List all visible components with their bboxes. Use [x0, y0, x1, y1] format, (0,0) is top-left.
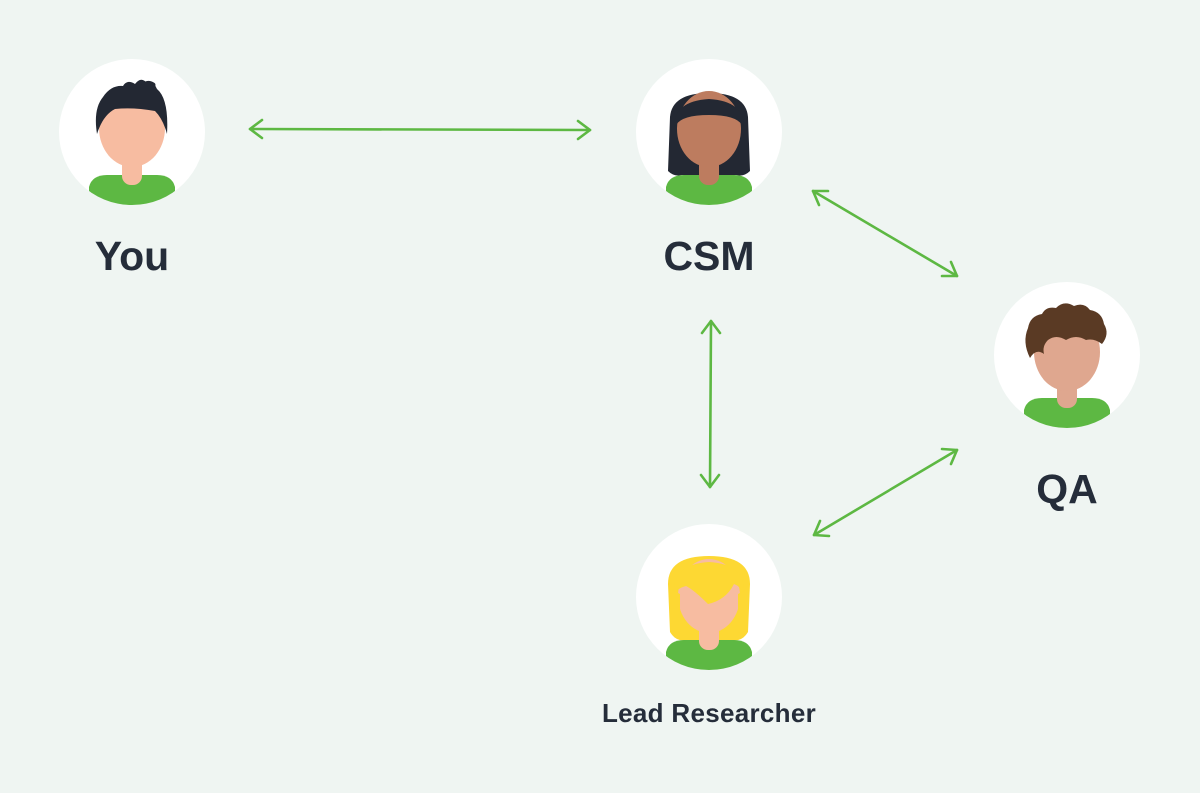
label-qa: QA	[1036, 466, 1098, 512]
arrow-csm-qa	[811, 189, 959, 278]
label-lead-researcher: Lead Researcher	[601, 698, 817, 728]
node-you: You	[59, 59, 205, 279]
person-long-dark-hair-icon	[636, 59, 782, 205]
arrow-lead-researcher-qa	[812, 447, 959, 538]
arrow-csm-lead-researcher	[699, 319, 722, 489]
arrow-you-csm	[248, 118, 592, 141]
node-csm: CSM	[636, 59, 782, 279]
label-csm: CSM	[663, 233, 755, 279]
person-blonde-hair-icon	[636, 524, 782, 670]
node-lead-researcher: Lead Researcher	[602, 524, 816, 728]
label-you: You	[94, 233, 170, 279]
person-short-dark-hair-icon	[59, 59, 205, 205]
person-curly-brown-hair-icon	[994, 282, 1140, 428]
node-qa: QA	[994, 282, 1140, 512]
